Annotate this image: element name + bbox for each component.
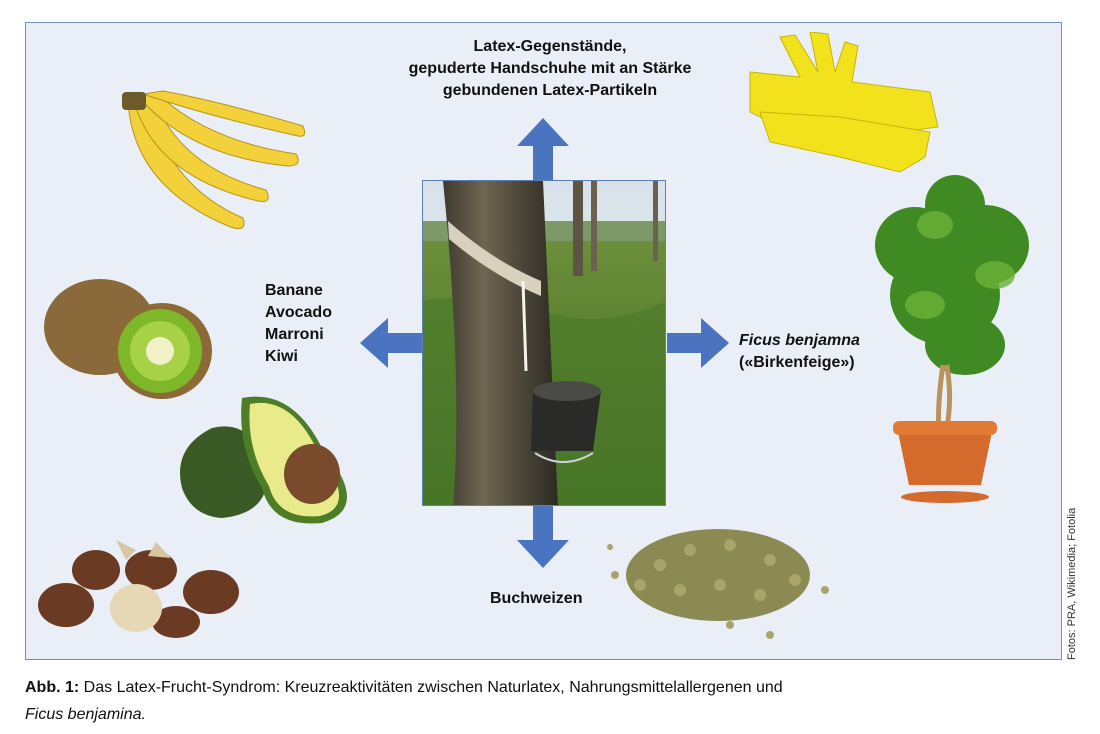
arrow-down-icon — [517, 506, 569, 568]
top-label-line1: Latex-Gegenstände, — [473, 38, 627, 55]
photo-credit: Fotos: PRA, Wikimedia; Fotolia — [1066, 507, 1078, 660]
gloves-image — [749, 32, 939, 173]
arrow-up-icon — [517, 118, 569, 180]
kiwi-image — [44, 279, 212, 399]
right-label-line2: («Birkenfeige») — [739, 354, 855, 371]
buckwheat-image — [607, 529, 829, 639]
chestnuts-image — [38, 540, 239, 638]
top-label: Latex-Gegenstände, gepuderte Handschuhe … — [350, 36, 750, 102]
arrow-right-icon — [667, 318, 729, 368]
left-item: Kiwi — [265, 348, 298, 365]
figure-caption: Abb. 1: Das Latex-Frucht-Syndrom: Kreuzr… — [25, 674, 1025, 728]
caption-text: Das Latex-Frucht-Syndrom: Kreuzreaktivit… — [79, 679, 783, 696]
bottom-label: Buchweizen — [490, 590, 583, 607]
left-item: Avocado — [265, 304, 332, 321]
top-label-line3: gebundenen Latex-Partikeln — [442, 82, 658, 99]
left-label: Banane Avocado Marroni Kiwi — [265, 280, 332, 368]
right-label: Ficus benjamna («Birkenfeige») — [739, 330, 860, 374]
caption-line2: Ficus benjamina. — [25, 706, 146, 723]
left-item: Marroni — [265, 326, 324, 343]
bananas-image — [122, 90, 306, 230]
caption-prefix: Abb. 1: — [25, 679, 80, 696]
right-label-line1: Ficus benjamna — [739, 332, 860, 349]
avocado-image — [180, 396, 347, 524]
arrow-left-icon — [360, 318, 422, 368]
left-item: Banane — [265, 282, 323, 299]
top-label-line2: gepuderte Handschuhe mit an Stärke — [408, 60, 692, 77]
rubber-tree-image — [422, 180, 666, 506]
ficus-plant-image — [875, 175, 1029, 503]
